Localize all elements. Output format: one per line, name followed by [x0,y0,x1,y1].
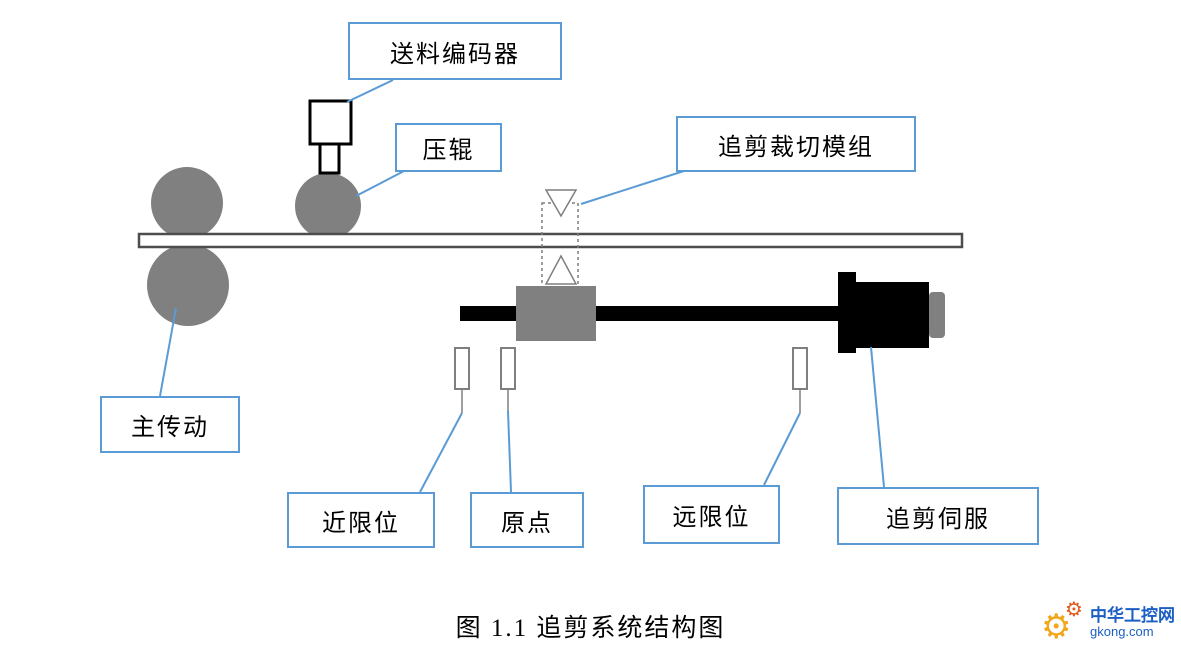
encoder-body [308,99,353,146]
label-far-limit: 远限位 [643,485,780,544]
callout-line-near-limit [419,412,463,493]
figure-caption: 图 1.1 追剪系统结构图 [455,615,726,642]
callout-line-origin [507,410,512,493]
cutter-lower-blade [544,254,578,285]
sensor-near-limit [454,347,470,390]
label-near-limit-text: 近限位 [322,510,400,537]
material-strip [137,232,964,249]
callout-line-shear-module [580,170,685,205]
label-origin-text: 原点 [501,510,553,537]
servo-motor-endcap [929,292,945,338]
site-name: 中华工控网 [1090,605,1175,625]
site-url: gkong.com [1090,624,1154,640]
label-pressure-roller-text: 压辊 [422,138,475,164]
main-drive-roller-bottom [147,244,229,326]
label-shear-module: 追剪裁切模组 [676,116,916,172]
label-main-drive: 主传动 [100,396,240,453]
label-origin: 原点 [470,492,584,548]
callout-line-feed-encoder [346,79,394,103]
encoder-shaft [318,142,341,175]
label-shear-servo: 追剪伺服 [837,487,1039,545]
label-pressure-roller: 压辊 [395,123,502,172]
label-shear-module-text: 追剪裁切模组 [718,134,874,161]
callout-line-main-drive [159,307,177,397]
callout-line-far-limit [763,412,801,486]
sensor-origin [500,347,516,390]
label-near-limit: 近限位 [287,492,435,548]
label-feed-encoder: 送料编码器 [348,22,562,80]
main-drive-roller-top [151,167,223,239]
callout-line-shear-servo [870,346,885,488]
gear-icon: ⚙ [1065,599,1083,621]
sensor-far-limit [792,347,808,390]
label-feed-encoder-text: 送料编码器 [390,41,520,68]
servo-motor-body [856,282,929,348]
pressure-roller-circle [295,173,361,239]
gear-icon: ⚙ [1041,608,1072,646]
label-far-limit-text: 远限位 [672,505,751,531]
callout-line-pressure-roller [355,170,405,197]
site-watermark: ⚙ ⚙ 中华工控网 gkong.com [1041,600,1175,646]
ballscrew-carriage [516,286,596,341]
servo-motor-flange [838,272,856,353]
cutter-upper-blade [544,189,578,218]
gear-icon-group: ⚙ ⚙ [1041,600,1087,646]
watermark-text: 中华工控网 gkong.com [1090,606,1175,640]
label-shear-servo-text: 追剪伺服 [886,506,990,533]
label-main-drive-text: 主传动 [131,415,209,441]
